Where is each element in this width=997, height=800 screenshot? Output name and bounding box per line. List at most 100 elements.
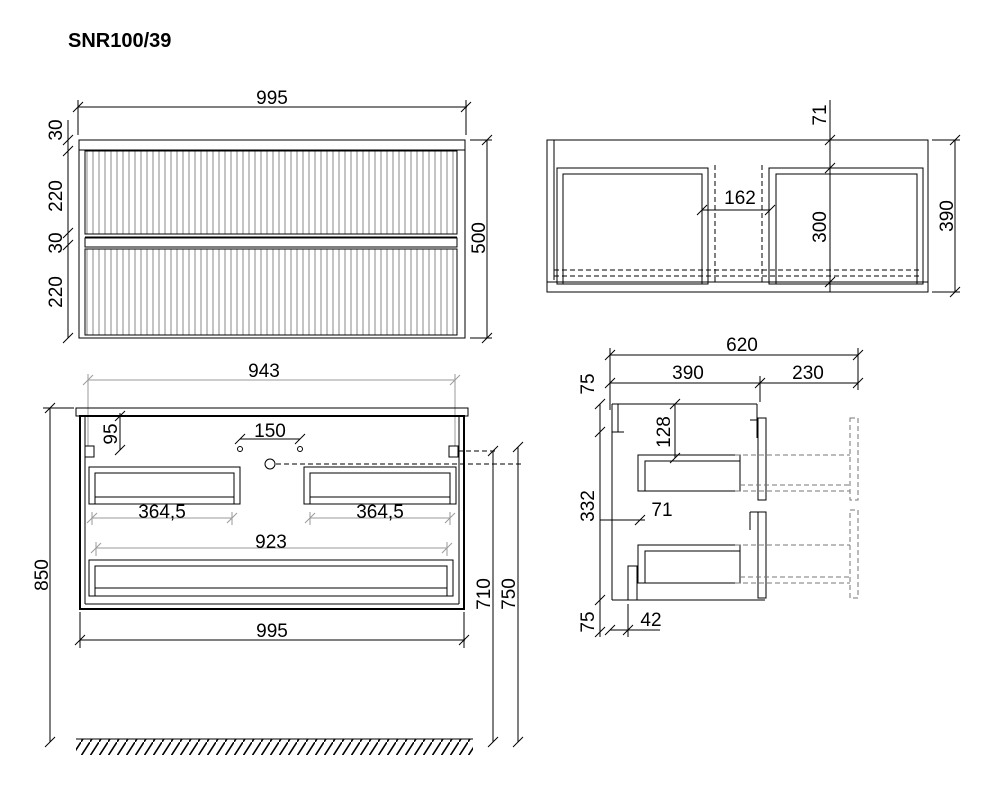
total-depth-label: 620	[726, 335, 758, 356]
drawer-top-label: 220	[46, 180, 67, 212]
tick	[458, 634, 470, 646]
tick	[634, 514, 646, 526]
left-drawer-inner	[562, 173, 703, 285]
tick	[90, 542, 102, 554]
tick	[824, 162, 836, 174]
tick	[304, 512, 316, 524]
tick	[824, 134, 836, 146]
tick	[487, 445, 499, 457]
middle-height-label: 332	[578, 490, 599, 522]
upper-drawer-outline	[84, 150, 458, 235]
top-section-view: 162 71 300 390	[546, 100, 961, 298]
side-view: 620 390 230 7	[578, 335, 864, 638]
middle-handle-profile	[84, 237, 458, 248]
upper-drawer-front-extended	[849, 417, 859, 501]
bottom-offset-label: 75	[578, 611, 599, 632]
tick	[622, 624, 634, 636]
tick	[294, 433, 306, 445]
extension-label: 230	[792, 363, 824, 384]
front-cabinet-outline	[78, 139, 466, 339]
tick	[72, 101, 84, 113]
tick	[852, 377, 864, 389]
tick	[481, 134, 493, 146]
tick	[441, 542, 453, 554]
tick	[62, 134, 74, 146]
drawer-bottom-label: 220	[46, 276, 67, 308]
top-offset-label: 75	[578, 373, 599, 394]
tick	[604, 624, 616, 636]
mount-offset-label: 95	[101, 423, 122, 444]
tick	[669, 452, 681, 464]
tick	[62, 332, 74, 344]
total-height-label: 850	[32, 559, 53, 591]
rear-cabinet-outline	[79, 415, 465, 610]
rear-width-label: 995	[256, 621, 288, 642]
mount-span-label: 943	[248, 361, 280, 382]
drain-hole	[264, 458, 276, 470]
tick	[949, 134, 961, 146]
total-height-label: 390	[937, 200, 958, 232]
floor-hatch	[76, 739, 473, 755]
left-mount-bracket	[84, 445, 95, 458]
tick	[460, 101, 472, 113]
tick	[44, 736, 56, 748]
lower-drawer-front-extended	[849, 509, 859, 599]
depth-top-label: 71	[810, 104, 831, 125]
inner-height-label: 300	[810, 211, 831, 243]
tick	[512, 736, 524, 748]
tick	[62, 227, 74, 239]
gap-mid-label: 30	[46, 232, 67, 253]
tick	[449, 374, 461, 386]
tick	[852, 349, 864, 361]
model-title: SNR100/39	[68, 30, 171, 52]
tick	[114, 410, 126, 422]
tick	[234, 433, 246, 445]
tick	[594, 594, 606, 606]
bottom-opening-label: 923	[255, 532, 287, 553]
tick	[669, 398, 681, 410]
section-outline	[546, 139, 929, 293]
lower-drawer-front	[85, 249, 457, 335]
lower-drawer-front-panel	[757, 511, 767, 599]
front-height-label: 500	[469, 222, 490, 254]
left-opening-label: 364,5	[138, 502, 186, 523]
tick	[696, 204, 708, 216]
tick	[444, 512, 456, 524]
left-drawer-box	[556, 167, 709, 285]
front-view: 995 30 220 30 220 500	[46, 88, 493, 344]
rear-countertop	[75, 407, 469, 417]
lower-drawer-inner	[644, 550, 741, 584]
gap-between-label: 162	[724, 188, 756, 209]
drain-offset-label: 150	[254, 421, 286, 442]
tick	[44, 402, 56, 414]
upper-drawer-front	[85, 151, 457, 234]
body-depth-label: 390	[672, 363, 704, 384]
screw-hole-left	[237, 446, 243, 452]
bottom-inset-label: 42	[640, 610, 661, 631]
tick	[949, 286, 961, 298]
right-drawer-inner	[775, 173, 918, 285]
tick	[594, 626, 606, 638]
inset-label: 71	[651, 500, 672, 521]
screw-hole-right	[297, 446, 303, 452]
tick	[481, 332, 493, 344]
upper-drawer-label: 128	[654, 416, 675, 448]
gap-top-label: 30	[46, 119, 67, 140]
right-opening-label: 364,5	[356, 502, 404, 523]
lower-drawer-outline	[84, 248, 458, 336]
tick	[754, 377, 766, 389]
tick	[82, 374, 94, 386]
tick	[824, 276, 836, 288]
tick	[764, 204, 776, 216]
front-width-label: 995	[256, 88, 288, 109]
upper-drawer-inner	[644, 460, 741, 492]
tick	[226, 512, 238, 524]
upper-drawer-front-panel	[757, 417, 767, 501]
tick	[86, 512, 98, 524]
tick	[594, 426, 606, 438]
tick	[594, 398, 606, 410]
tick	[62, 239, 74, 251]
drain-height-label: 750	[499, 578, 520, 610]
tick	[512, 441, 524, 453]
